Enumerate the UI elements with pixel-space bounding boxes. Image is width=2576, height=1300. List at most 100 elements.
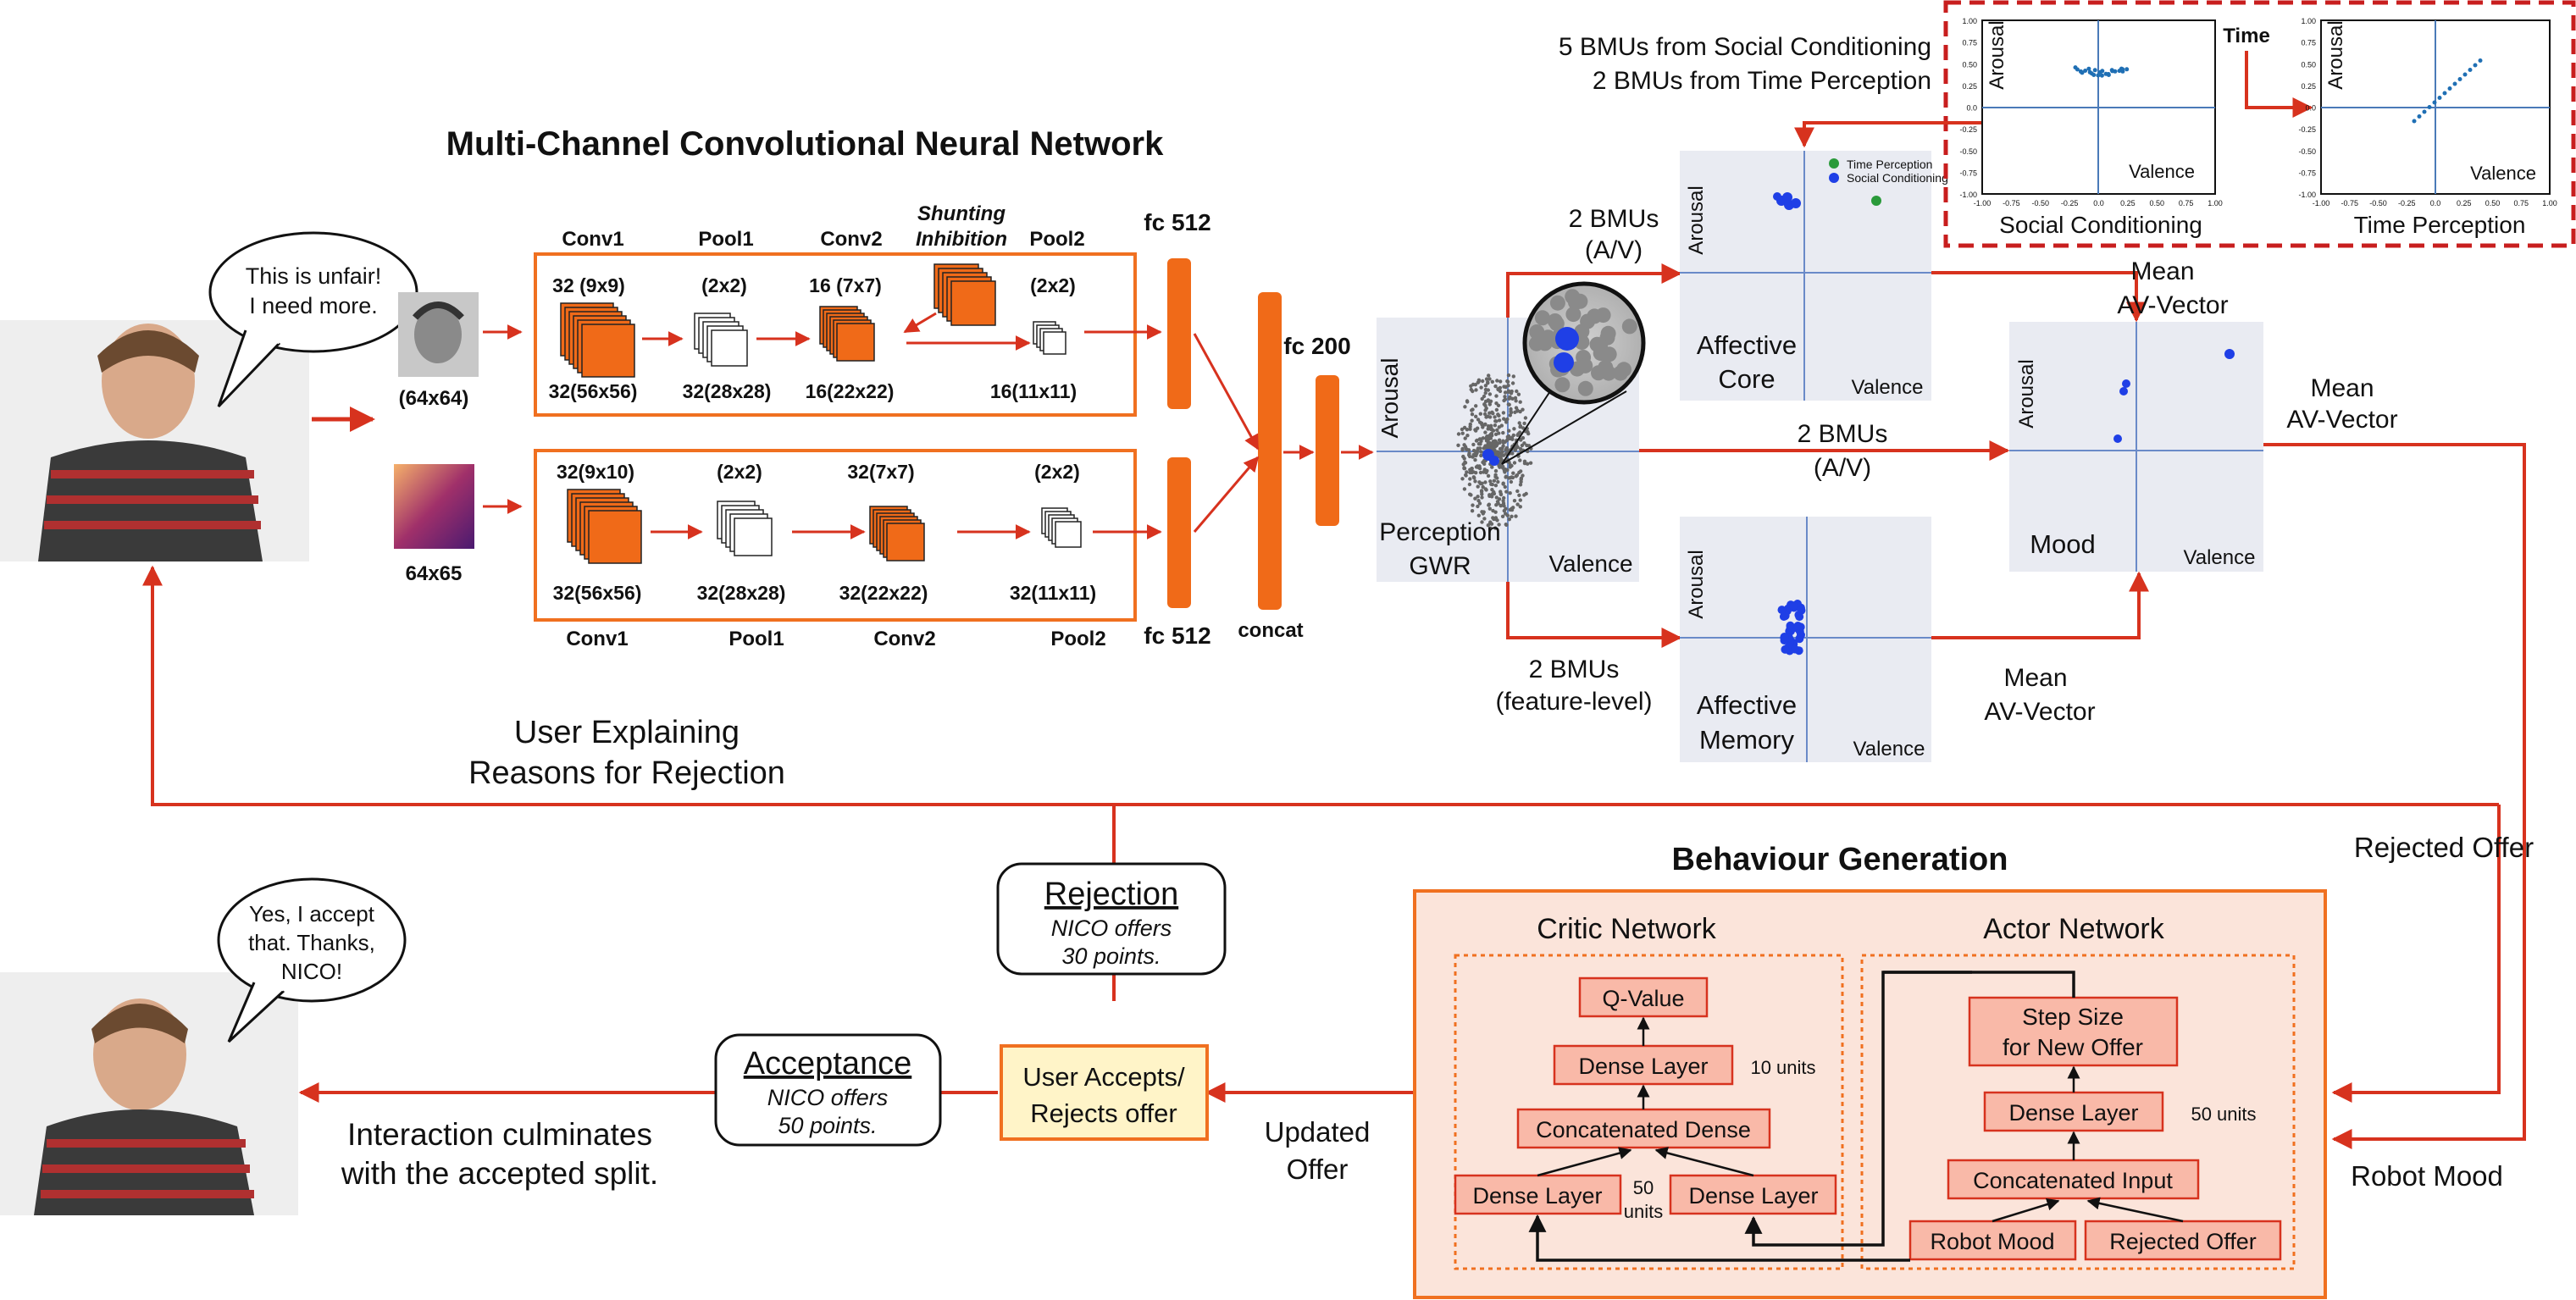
inset-ytick: -0.25 (1959, 125, 1977, 134)
actor-dense-label: Dense Layer (2008, 1100, 2138, 1126)
inset-xtick: 0.75 (2179, 199, 2194, 207)
speech-bottom-line2: that. Thanks, (248, 930, 375, 955)
concat-label: concat (1238, 619, 1303, 642)
speech-bubble-bottom: Yes, I accept that. Thanks, NICO! (217, 877, 407, 1043)
acceptance-box: Acceptance NICO offers 50 points. (714, 1033, 942, 1147)
actor-step-size-2: for New Offer (2003, 1034, 2143, 1060)
critic-concat-dense-label: Concatenated Dense (1536, 1117, 1751, 1142)
inset-ytick: 0.75 (1962, 39, 1977, 47)
acceptance-line2: 50 points. (778, 1113, 877, 1138)
actor-step-size (1968, 996, 2179, 1067)
gwr-name-2: GWR (1409, 552, 1471, 580)
inset-time-caption: Time Perception (2354, 212, 2526, 238)
critic-units-50-a: 50 (1633, 1177, 1654, 1198)
audio-size-label: 64x65 (406, 562, 463, 585)
user-accepts-2: Rejects offer (1030, 1098, 1177, 1128)
mean-av-bottom-2: AV-Vector (1984, 698, 2095, 726)
rejection-line1: NICO offers (1051, 916, 1172, 941)
inset-ytick: -0.25 (2298, 125, 2316, 134)
inset-xtick: -0.25 (2398, 199, 2416, 207)
bmus-av-mid-1: 2 BMUs (1798, 420, 1888, 448)
fc512-top-label: fc 512 (1144, 209, 1210, 235)
critic-units-50-b: units (1624, 1201, 1663, 1222)
speech-bubble-top: This is unfair! I need more. (208, 231, 418, 408)
top-feature-maps (560, 263, 1066, 378)
input-face-image (398, 292, 479, 377)
inset-ytick: -1.00 (2298, 191, 2316, 199)
bottom-conv2-label: Conv2 (873, 628, 935, 650)
bmus-av-top-2: (A/V) (1585, 236, 1643, 264)
inset-xtick: 0.25 (2457, 199, 2472, 207)
inset-ytick: -0.50 (2298, 147, 2316, 156)
bottom-pool1-output: 32(28x28) (697, 582, 786, 604)
inset-ytick: 0.50 (2301, 60, 2316, 69)
critic-concat-dense (1516, 1108, 1771, 1149)
speech-top-line1: This is unfair! (246, 263, 382, 289)
bmus-av-mid-2: (A/V) (1814, 454, 1871, 482)
inset-ytick: 0.75 (2301, 39, 2316, 47)
updated-offer-2: Offer (1287, 1153, 1349, 1185)
bottom-conv1-kernel: 32(9x10) (557, 461, 634, 483)
rejection-box: Rejection NICO offers 30 points. (996, 862, 1227, 976)
inset-social-plot: 1.000.750.500.250.0-0.25-0.50-0.75-1.00-… (1959, 17, 2222, 207)
actor-concat-input-label: Concatenated Input (1973, 1168, 2173, 1193)
face-size-label: (64x64) (399, 387, 469, 410)
inset-ytick: 0.0 (2305, 104, 2316, 113)
inset-ytick: -0.50 (1959, 147, 1977, 156)
updated-offer-1: Updated (1265, 1116, 1371, 1148)
actor-rejected-offer-label: Rejected Offer (2109, 1229, 2257, 1254)
inset-xtick: -0.50 (2369, 199, 2387, 207)
affective-core-panel (1680, 151, 1931, 401)
inset-xtick: 0.0 (2093, 199, 2104, 207)
bottom-conv2-kernel: 32(7x7) (847, 461, 914, 483)
inset-time-arousal: Arousal (2324, 20, 2347, 89)
speech-bottom-line3: NICO! (281, 959, 342, 984)
mean-av-top-1: Mean (2130, 257, 2194, 285)
memory-name-2: Memory (1699, 725, 1794, 755)
critic-units-10: 10 units (1750, 1057, 1815, 1078)
top-conv1-kernel: 32 (9x9) (552, 274, 625, 296)
user-explaining-2: Reasons for Rejection (468, 755, 785, 791)
actor-robot-mood-label: Robot Mood (1930, 1229, 2054, 1254)
cnn-title: Multi-Channel Convolutional Neural Netwo… (446, 125, 1164, 163)
mood-arousal-label: Arousal (2015, 359, 2038, 428)
inset-xtick: -0.75 (2003, 199, 2020, 207)
inset-xtick: -1.00 (1974, 199, 1992, 207)
inset-xtick: -0.25 (2061, 199, 2079, 207)
gwr-valence-label: Valence (1548, 550, 1632, 577)
inset-xtick: 0.75 (2513, 199, 2529, 207)
robot-mood-label: Robot Mood (2351, 1160, 2503, 1192)
interaction-line1: Interaction culminates (347, 1117, 652, 1152)
cnn-audio-channel (534, 449, 1137, 622)
top-conv2-kernel: 16 (7x7) (809, 274, 882, 296)
core-arousal-label: Arousal (1685, 185, 1708, 254)
user-explaining-1: User Explaining (514, 715, 740, 750)
actor-rejected-offer (2084, 1220, 2282, 1261)
core-name-2: Core (1718, 364, 1775, 394)
actor-step-size-1: Step Size (2022, 1004, 2124, 1030)
critic-dense-left-label: Dense Layer (1472, 1183, 1602, 1209)
memory-valence-label: Valence (1853, 738, 1925, 761)
bmus-social-line2: 2 BMUs from Time Perception (1593, 67, 1931, 95)
mean-av-top-2: AV-Vector (2117, 291, 2228, 319)
inset-ytick: 1.00 (2301, 17, 2316, 25)
legend-social-conditioning: Social Conditioning (1847, 171, 1948, 185)
bmus-av-top-1: 2 BMUs (1569, 205, 1659, 233)
mean-av-right-2: AV-Vector (2286, 406, 2397, 434)
critic-network-box (1454, 954, 1844, 1270)
speech-bottom-line1: Yes, I accept (249, 901, 375, 927)
mood-panel (2009, 322, 2263, 572)
inset-xtick: 0.50 (2149, 199, 2164, 207)
inset-ytick: 0.25 (2301, 82, 2316, 91)
critic-dense-top (1553, 1044, 1734, 1086)
fc512-bottom-label: fc 512 (1144, 622, 1210, 649)
mean-av-bottom-1: Mean (2003, 664, 2067, 692)
mood-name: Mood (2030, 529, 2096, 559)
bmus-feature-1: 2 BMUs (1529, 656, 1620, 683)
inset-social-caption: Social Conditioning (1999, 212, 2202, 238)
top-pool2-output: 16(11x11) (990, 380, 1077, 402)
core-valence-label: Valence (1852, 376, 1924, 399)
mood-valence-label: Valence (2184, 546, 2256, 569)
inset-xtick: 0.25 (2120, 199, 2136, 207)
top-pool1-kernel: (2x2) (701, 274, 747, 296)
